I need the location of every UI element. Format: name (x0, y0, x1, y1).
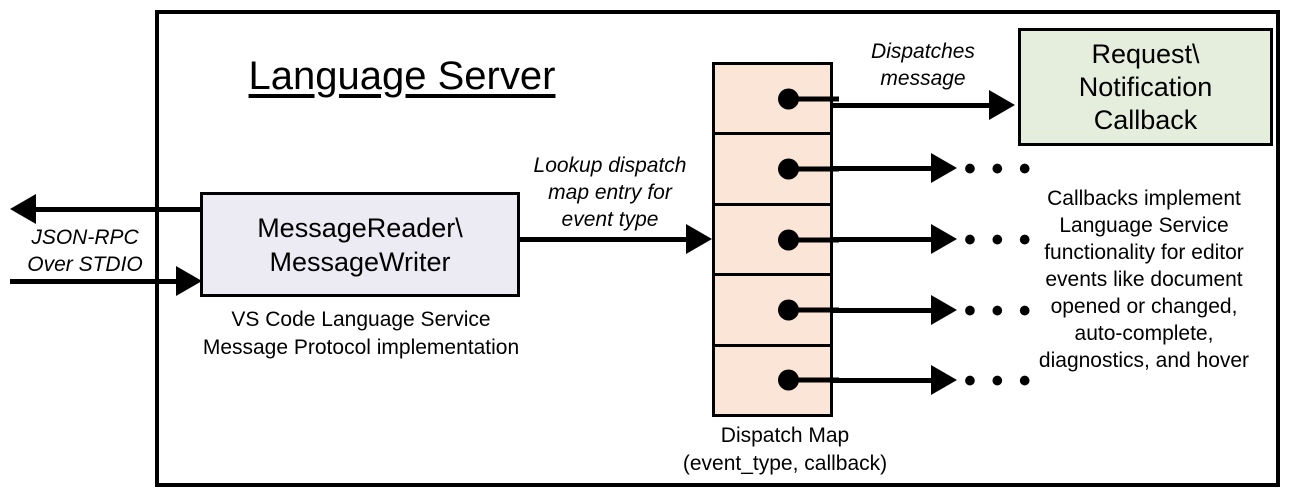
lookup-label-line3: event type (561, 208, 659, 231)
dispatch-row5-ellipsis: • • • (964, 362, 1034, 400)
callback-description: Callbacks implement Language Service fun… (1008, 185, 1280, 374)
dispatch-entry-dot-icon (778, 369, 799, 391)
message-io-label-line2: MessageWriter (269, 246, 451, 277)
dispatch-row5-line (833, 378, 933, 383)
dispatch-row2-line (833, 166, 933, 171)
dispatch-map-row[interactable] (715, 135, 839, 206)
outbound-transport-arrowhead (10, 194, 36, 224)
dispatch-map-row[interactable] (715, 347, 839, 414)
dispatch-row2-ellipsis: • • • (964, 150, 1034, 188)
dispatch-entry-dot-icon (778, 299, 799, 321)
callback-description-line: auto-complete, (1074, 322, 1214, 345)
lookup-arrowhead (686, 224, 712, 254)
message-io-caption-line2: Message Protocol implementation (202, 336, 520, 359)
callback-label-line1: Request\ (1091, 38, 1200, 69)
transport-label-line1: JSON-RPC (31, 226, 139, 249)
lookup-label: Lookup dispatch map entry for event type (512, 152, 708, 233)
dispatch-entry-connector (793, 307, 839, 313)
dispatch-entry-connector (793, 237, 839, 243)
callback-description-line: events like document (1045, 268, 1243, 291)
page-title: Language Server (248, 54, 556, 98)
callback-label-line2: Notification (1078, 71, 1213, 102)
callback-description-line: Language Service (1059, 214, 1229, 237)
dispatch-entry-connector (793, 96, 839, 102)
dispatch-entry-dot-icon (778, 158, 799, 180)
dispatch-row4-line (833, 308, 933, 313)
dispatch-map-row[interactable] (715, 206, 839, 277)
callback-description-line: Callbacks implement (1047, 187, 1241, 210)
outbound-transport-line (36, 207, 208, 212)
language-server-boundary (155, 10, 1280, 487)
inbound-transport-line (10, 279, 182, 284)
dispatch-row2-arrowhead (931, 153, 957, 183)
dispatch-map-table[interactable] (712, 62, 839, 417)
dispatch-row3-line (833, 237, 933, 242)
dispatch-entry-dot-icon (778, 88, 799, 110)
dispatch-row4-arrowhead (931, 295, 957, 325)
dispatch-map-row[interactable] (715, 65, 839, 136)
dispatch-map-caption-line2: (event_type, callback) (682, 452, 888, 475)
dispatch-entry-dot-icon (778, 229, 799, 251)
dispatch-row1-arrowhead (989, 90, 1015, 120)
dispatch-map-caption-line1: Dispatch Map (720, 424, 850, 447)
callback-description-line: functionality for editor (1044, 241, 1244, 264)
dispatch-label: Dispatches message (838, 38, 1008, 92)
callback-node[interactable]: Request\ Notification Callback (1018, 28, 1273, 146)
message-io-caption-line1: VS Code Language Service (231, 308, 491, 331)
lookup-line (519, 237, 689, 242)
lookup-label-line1: Lookup dispatch (533, 154, 687, 177)
dispatch-row5-arrowhead (931, 365, 957, 395)
dispatch-entry-connector (793, 377, 839, 383)
dispatch-label-line2: message (880, 67, 966, 90)
transport-label: JSON-RPC Over STDIO (10, 224, 160, 278)
message-io-label-line1: MessageReader\ (257, 212, 463, 243)
dispatch-entry-connector (793, 166, 839, 172)
dispatch-row3-arrowhead (931, 224, 957, 254)
callback-description-line: diagnostics, and hover (1038, 349, 1250, 372)
message-io-node[interactable]: MessageReader\ MessageWriter (200, 192, 520, 297)
dispatch-row1-line (833, 103, 991, 108)
lookup-label-line2: map entry for (548, 181, 672, 204)
callback-label-line3: Callback (1093, 104, 1198, 135)
callback-description-line: opened or changed, (1050, 295, 1238, 318)
message-io-caption: VS Code Language Service Message Protoco… (196, 306, 526, 362)
dispatch-label-line1: Dispatches (871, 40, 975, 63)
inbound-transport-arrowhead (176, 266, 202, 296)
dispatch-map-caption: Dispatch Map (event_type, callback) (640, 422, 930, 478)
transport-label-line2: Over STDIO (27, 253, 143, 276)
dispatch-map-row[interactable] (715, 276, 839, 347)
